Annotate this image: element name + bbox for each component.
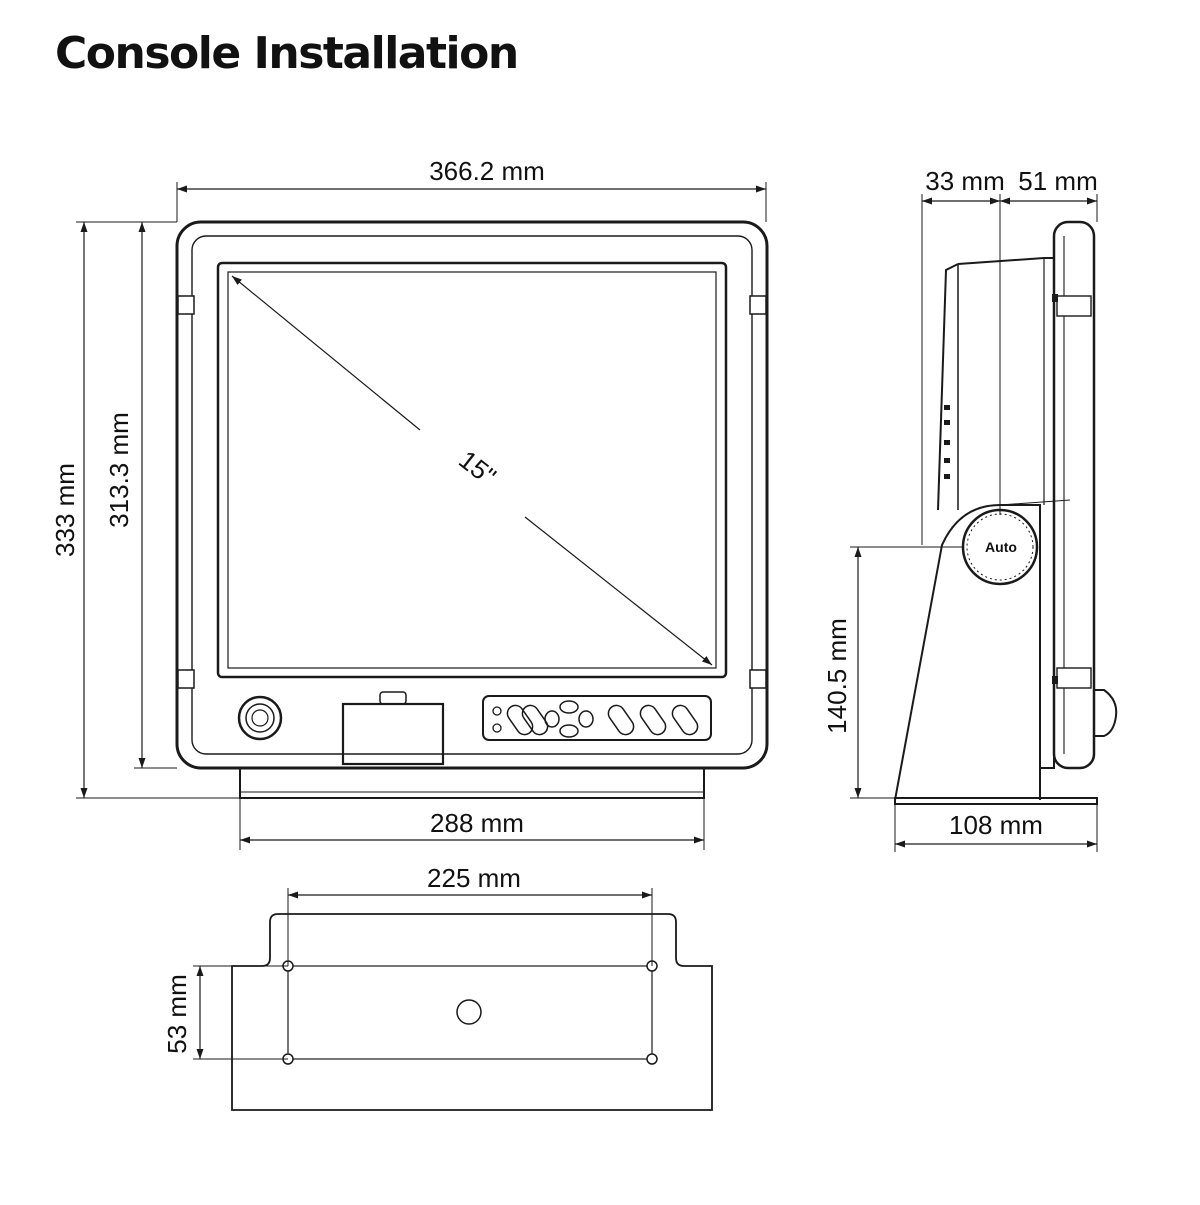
front-bezel-inner — [191, 235, 753, 755]
bezel-clip — [749, 669, 767, 689]
auto-knob: Auto — [961, 508, 1039, 586]
dpad-right-key — [578, 710, 594, 728]
front-view: 15" — [175, 220, 769, 799]
bezel-clip — [177, 295, 195, 315]
key-button — [506, 704, 534, 736]
joystick-knob — [237, 695, 283, 741]
mount-height-label: 140.5 mm — [822, 618, 852, 734]
base-plate-outline — [231, 913, 713, 1111]
dpad-up-key — [559, 700, 579, 714]
key-button — [639, 704, 667, 736]
front-base — [239, 767, 705, 799]
side-clip — [1056, 667, 1092, 689]
mounting-hole — [646, 1053, 658, 1065]
front-inner-height-dimension: 313.3 mm — [104, 221, 177, 769]
key-button — [671, 704, 699, 736]
key-button — [607, 704, 635, 736]
auto-knob-label: Auto — [985, 539, 1017, 555]
bezel-clip — [749, 295, 767, 315]
hole-depth-dimension: 53 mm — [162, 965, 288, 1060]
mount-height-dimension: 140.5 mm — [822, 546, 963, 799]
side-view: Auto — [894, 220, 1118, 805]
side-base-label: 108 mm — [949, 810, 1043, 840]
keypad-panel — [482, 695, 712, 741]
indicator-led — [492, 706, 502, 716]
side-depth-dimension: 33 mm 51 mm — [921, 166, 1098, 545]
side-knob — [1094, 689, 1118, 737]
bezel-clip — [177, 669, 195, 689]
front-width-dimension: 366.2 mm — [176, 156, 767, 222]
side-clip — [1056, 295, 1092, 317]
screen-outer — [216, 261, 728, 679]
dpad-down-key — [559, 724, 579, 738]
side-base-dimension: 108 mm — [894, 804, 1098, 852]
hole-width-label: 225 mm — [427, 863, 521, 893]
dpad-left-key — [544, 710, 560, 728]
diagonal-line — [524, 516, 713, 666]
screen-inner — [227, 271, 717, 669]
hole-width-dimension: 225 mm — [287, 863, 653, 966]
side-depth-top-label: 33 mm — [925, 166, 1004, 196]
base-width-label: 288 mm — [430, 808, 524, 838]
side-depth-front-label: 51 mm — [1018, 166, 1097, 196]
screen-diagonal-label: 15" — [453, 444, 502, 491]
front-height-label: 333 mm — [50, 463, 80, 557]
hole-depth-label: 53 mm — [162, 974, 192, 1053]
key-button — [521, 704, 549, 736]
side-base-plate — [894, 797, 1098, 805]
cable-hole — [456, 999, 482, 1025]
front-inner-height-label: 313.3 mm — [104, 412, 134, 528]
diagonal-line — [231, 275, 421, 431]
front-width-label: 366.2 mm — [429, 156, 545, 186]
bottom-view — [231, 913, 713, 1111]
indicator-led — [492, 723, 502, 733]
hole-pattern-frame — [287, 965, 653, 1060]
page-title: Console Installation — [55, 28, 519, 79]
front-height-dimension: 333 mm — [50, 221, 240, 799]
center-tab — [341, 691, 445, 766]
base-width-dimension: 288 mm — [239, 798, 705, 850]
